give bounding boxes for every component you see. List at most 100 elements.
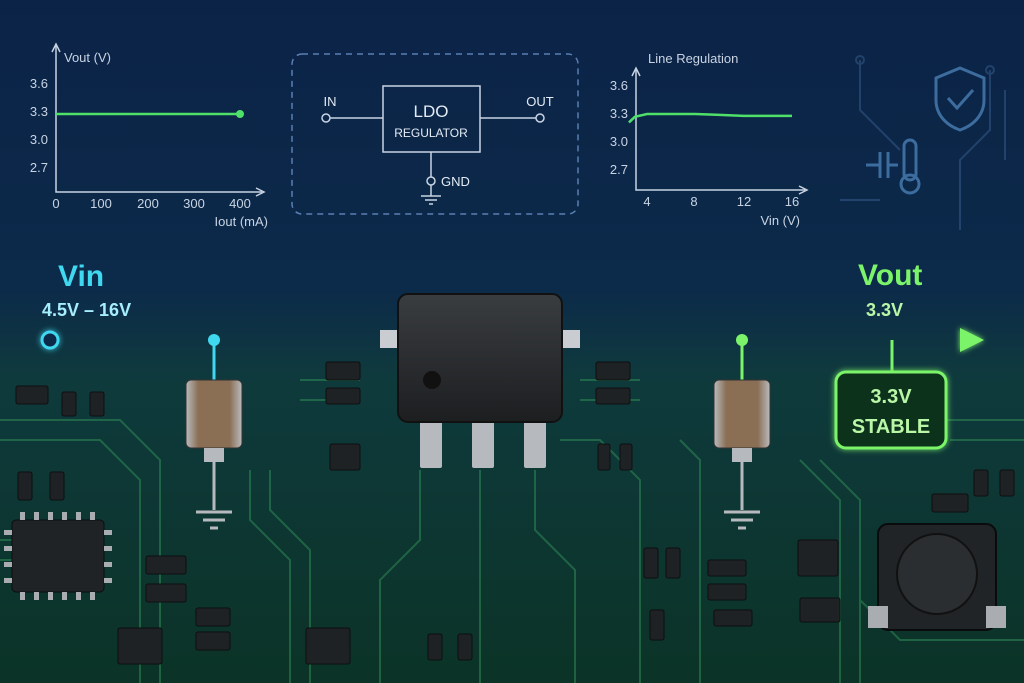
left-series-endpoint [236, 110, 244, 118]
smd-chip [329, 443, 361, 471]
inductor [868, 523, 1006, 631]
left-chart-series [56, 110, 244, 118]
right-series-line [628, 112, 792, 124]
left-ytick: 3.6 [30, 76, 48, 91]
decor-circuit [840, 55, 1006, 230]
line-regulation-chart: Line Regulation 3.6 3.3 3.0 2.7 4 8 12 1… [610, 51, 809, 228]
smd-resistor [325, 387, 361, 405]
vin-label: Vin [58, 260, 104, 293]
left-x-arrow [255, 187, 266, 197]
vout-value: 3.3V [866, 300, 903, 320]
gnd-label: GND [441, 174, 470, 189]
input-rail: Vin 4.5V – 16V [40, 260, 400, 386]
shield-check-icon [934, 66, 986, 132]
load-regulation-chart: Vout (V) 3.6 3.3 3.0 2.7 0 100 200 300 4… [30, 42, 268, 229]
stable-badge [834, 370, 948, 450]
in-terminal [321, 113, 331, 123]
vin-range: 4.5V – 16V [42, 300, 131, 320]
smd-components [4, 361, 1015, 665]
output-cap-pin [732, 448, 752, 462]
right-chart-title: Line Regulation [648, 51, 738, 66]
smd-resistor [649, 609, 665, 641]
left-chart-ylabel: Vout (V) [64, 50, 111, 65]
right-xtick: 4 [643, 194, 650, 209]
ldo-block-title: LDO [414, 102, 449, 121]
left-xtick: 200 [137, 196, 159, 211]
output-cap-body [713, 379, 771, 449]
right-xtick: 12 [737, 194, 751, 209]
smd-resistor [145, 583, 187, 603]
left-chart-xlabel: Iout (mA) [215, 214, 268, 229]
right-ytick: 3.0 [610, 134, 628, 149]
smd-resistor [931, 493, 969, 513]
smd-chip [15, 385, 49, 405]
out-label: OUT [526, 94, 554, 109]
vout-label: Vout [858, 259, 922, 292]
chip-pin1-marker [423, 371, 441, 389]
right-xtick: 8 [690, 194, 697, 209]
smd-chip [117, 627, 163, 665]
stable-badge-voltage: 3.3V [870, 386, 912, 408]
out-terminal [535, 113, 545, 123]
smd-resistor [325, 361, 361, 381]
input-cap-pin [204, 448, 224, 462]
chip-pin [472, 410, 494, 468]
smd-resistor [595, 387, 631, 405]
left-xtick: 300 [183, 196, 205, 211]
pcb-traces [0, 379, 1024, 683]
vin-terminal [40, 330, 60, 350]
left-xtick: 400 [229, 196, 251, 211]
input-cap-body [185, 379, 243, 449]
smd-resistor [597, 443, 611, 471]
left-y-arrow [51, 42, 61, 53]
output-arrow-icon [960, 328, 984, 352]
smd-resistor [145, 555, 187, 575]
smd-resistor [973, 469, 989, 497]
right-ytick: 3.6 [610, 78, 628, 93]
capacitor-icon [866, 152, 898, 178]
right-chart-xlabel: Vin (V) [761, 213, 801, 228]
output-capacitor [713, 379, 771, 530]
left-ytick: 2.7 [30, 160, 48, 175]
thermometer-icon [899, 138, 921, 195]
in-label: IN [324, 94, 337, 109]
left-chart-axes [55, 46, 262, 193]
smd-resistor [427, 633, 443, 661]
output-rail: Vout 3.3V 3.3V STABLE [578, 259, 984, 450]
smd-resistor [643, 547, 659, 579]
right-y-arrow [631, 66, 641, 77]
ground-symbol-icon [724, 510, 760, 530]
input-capacitor [185, 379, 243, 530]
ldo-chip [380, 293, 580, 468]
smd-resistor [665, 547, 681, 579]
smd-chip [797, 539, 839, 577]
right-xtick: 16 [785, 194, 799, 209]
smd-resistor [707, 583, 747, 601]
ldo-block-diagram: LDO REGULATOR IN OUT GND [291, 53, 579, 215]
left-ytick: 3.3 [30, 104, 48, 119]
smd-resistor [707, 559, 747, 577]
chip-pin [524, 410, 546, 468]
chip-pin [420, 410, 442, 468]
smd-resistor [619, 443, 633, 471]
smd-resistor [999, 469, 1015, 497]
smd-resistor [17, 471, 33, 501]
qfn-chip [4, 512, 112, 600]
right-ytick: 3.3 [610, 106, 628, 121]
left-xtick: 100 [90, 196, 112, 211]
ground-symbol-icon [421, 195, 441, 205]
right-chart-series [628, 112, 792, 124]
stable-badge-text: STABLE [852, 416, 931, 438]
ground-symbol-icon [196, 510, 232, 530]
smd-resistor [195, 607, 231, 627]
smd-chip [799, 597, 841, 623]
chip-body [397, 293, 563, 423]
left-xtick: 0 [52, 196, 59, 211]
smd-resistor [49, 471, 65, 501]
right-chart-axes [635, 70, 805, 191]
block-diagram-frame [291, 53, 579, 215]
right-x-arrow [798, 185, 809, 195]
smd-resistor [61, 391, 77, 417]
